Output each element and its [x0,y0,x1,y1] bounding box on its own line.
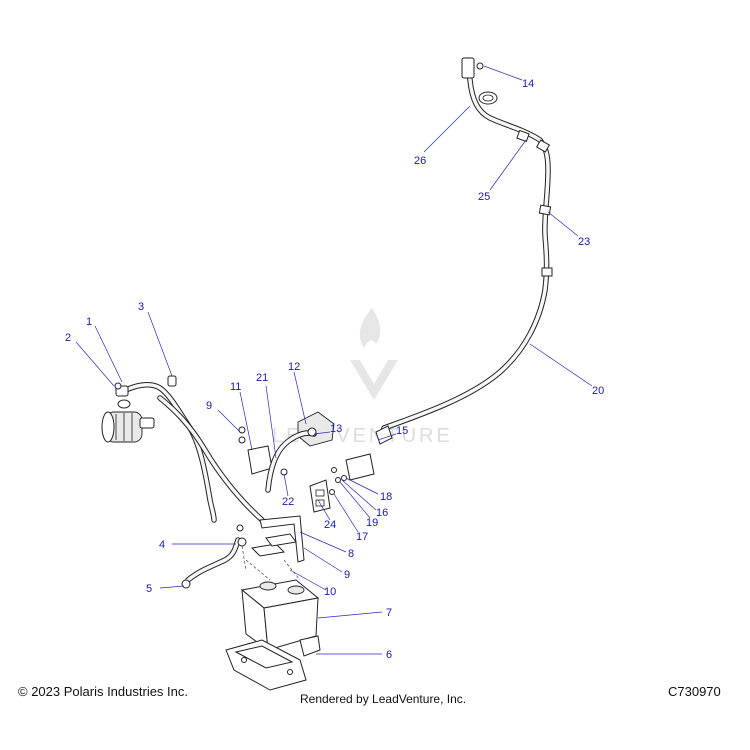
callout-7: 7 [386,607,392,619]
callout-25: 25 [478,191,490,203]
callout-20: 20 [592,385,604,397]
negative-cable-assembly [181,524,247,589]
callout-18: 18 [380,491,392,503]
leader-lines [75,65,593,655]
callout-13: 13 [330,423,342,435]
battery-hold-down [241,515,305,581]
callout-19: 19 [366,517,378,529]
battery [240,579,320,652]
main-cable-assembly [381,57,553,431]
callout-11: 11 [230,381,241,393]
copyright-notice: © 2023 Polaris Industries Inc. [18,684,188,699]
callout-17: 17 [356,531,368,543]
callout-4: 4 [159,539,165,551]
callout-8: 8 [348,548,354,560]
callout-15: 15 [396,425,408,437]
callout-1: 1 [86,316,92,328]
callout-3: 3 [138,301,144,313]
callout-6: 6 [386,649,392,661]
callout-9-upper: 9 [206,400,212,412]
drawing-number: C730970 [668,684,721,699]
callout-labels: 1 2 3 4 5 6 7 8 9 9 10 11 12 13 14 15 16… [65,78,604,661]
starter-motor [101,399,155,443]
battery-tray [225,635,321,691]
callout-5: 5 [146,583,152,595]
callout-23: 23 [578,236,590,248]
callout-26: 26 [414,155,426,167]
starter-motor-assembly [101,375,265,523]
relay-bracket-assembly [238,411,393,513]
callout-24: 24 [324,519,336,531]
callout-9-lower: 9 [344,569,350,581]
callout-14: 14 [522,78,534,90]
callout-22: 22 [282,496,294,508]
callout-12: 12 [288,361,300,373]
callout-2: 2 [65,332,71,344]
callout-10: 10 [324,586,336,598]
rendered-by-credit: Rendered by LeadVenture, Inc. [300,692,467,706]
callout-16: 16 [376,507,388,519]
callout-21: 21 [256,372,268,384]
